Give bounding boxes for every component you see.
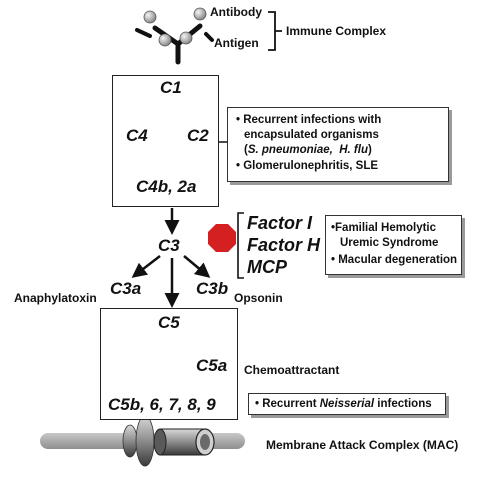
chemoattractant-label: Chemoattractant <box>244 363 340 377</box>
regulator-mcp: MCP <box>247 257 287 277</box>
note-line-encapsulated: encapsulated organisms <box>244 129 379 141</box>
antibody-label: Antibody <box>210 5 262 19</box>
node-c4: C4 <box>126 126 148 145</box>
arrow-c3-c3b <box>183 255 211 278</box>
antibody-icon <box>135 23 214 65</box>
node-c3: C3 <box>158 236 180 255</box>
node-c3a: C3a <box>110 279 142 298</box>
antigen-balls-icon <box>143 7 207 47</box>
regulator-bracket <box>237 212 244 279</box>
node-c3b: C3b <box>196 279 229 298</box>
regulator-deficiency-note: •Familial Hemolytic Uremic Syndrome • Ma… <box>325 215 462 275</box>
node-c5b-9: C5b, 6, 7, 8, 9 <box>108 395 216 414</box>
node-c1: C1 <box>160 78 182 97</box>
classical-deficiency-note: • Recurrent infections with encapsulated… <box>227 107 449 182</box>
note-line-glomerulonephritis: • Glomerulonephritis, SLE <box>236 160 379 172</box>
classical-pathway-box <box>112 75 219 207</box>
membrane-attack-complex-icon <box>40 415 245 467</box>
note-line-familial: •Familial Hemolytic <box>331 222 437 234</box>
mac-label: Membrane Attack Complex (MAC) <box>266 438 459 452</box>
note-line-neisserial: • Recurrent Neisserial infections <box>255 398 432 410</box>
note-line-recurrent: • Recurrent infections with <box>236 114 382 126</box>
arrow-c3-c3a <box>131 255 161 278</box>
immune-complex-label: Immune Complex <box>286 24 387 38</box>
neisserial-note: • Recurrent Neisserial infections <box>248 393 446 415</box>
opsonin-label: Opsonin <box>234 291 283 305</box>
note-line-uremic: Uremic Syndrome <box>340 237 439 249</box>
note-line-organisms: (S. pneumoniae, H. flu) <box>244 144 372 156</box>
node-c5a: C5a <box>196 356 228 375</box>
terminal-pathway-box <box>100 308 238 420</box>
immune-complex-bracket <box>268 11 282 51</box>
node-c4b2a: C4b, 2a <box>136 177 197 196</box>
regulator-factor-h: Factor H <box>247 235 321 255</box>
node-c5: C5 <box>158 313 180 332</box>
regulator-factor-i: Factor I <box>247 213 313 233</box>
anaphylatoxin-label: Anaphylatoxin <box>14 291 97 305</box>
note-line-macular: • Macular degeneration <box>331 254 458 266</box>
node-c2: C2 <box>187 126 209 145</box>
antigen-label: Antigen <box>214 36 259 50</box>
stop-sign-icon <box>208 224 236 252</box>
